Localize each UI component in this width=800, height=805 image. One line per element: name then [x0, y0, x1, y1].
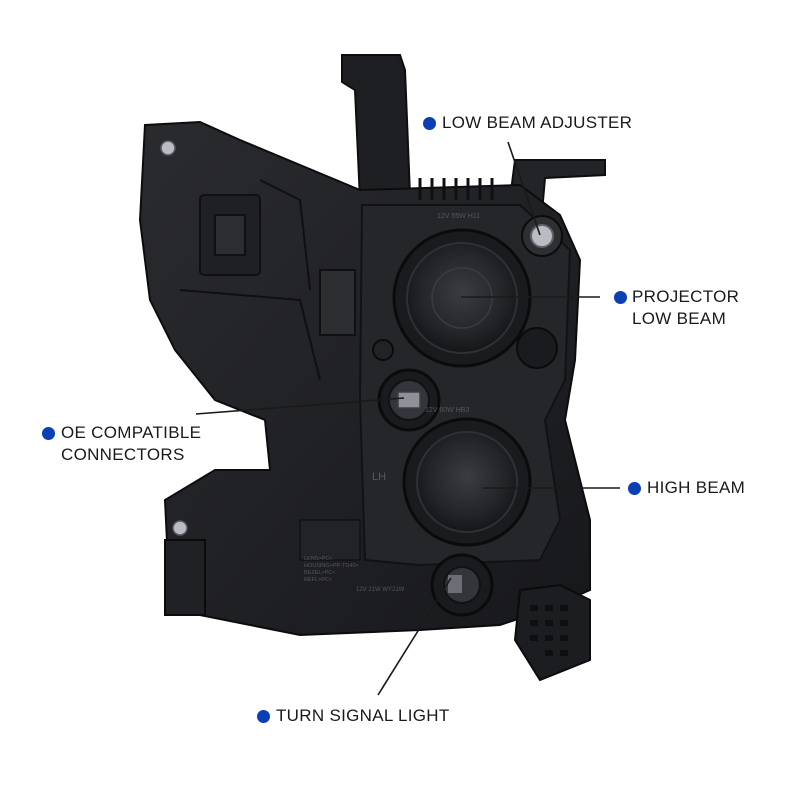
connector-socket: [372, 339, 441, 432]
turn-signal-socket: [430, 553, 494, 617]
material-marking-1: LENS>PC<: [304, 556, 332, 562]
bulb-high-marking: 12V 60W HB3: [425, 407, 469, 414]
callout-low-beam-adjuster: LOW BEAM ADJUSTER: [442, 112, 632, 134]
callout-text-line2: LOW BEAM: [632, 309, 727, 328]
callout-dot-projector-low-beam: [614, 291, 627, 304]
leader-low-beam-adjuster: [507, 141, 541, 236]
low-beam-adjuster-knob: [521, 215, 563, 257]
material-marking-4: REFL>PC<: [304, 577, 332, 583]
material-marking-3: BEZEL>PC<: [304, 570, 336, 576]
callout-text: TURN SIGNAL LIGHT: [276, 706, 450, 725]
callout-oe-connectors: OE COMPATIBLE CONNECTORS: [61, 422, 201, 466]
callout-turn-signal: TURN SIGNAL LIGHT: [276, 705, 450, 727]
bottom-left-mount: [160, 140, 361, 616]
callout-dot-turn-signal: [257, 710, 270, 723]
bulb-low-marking: 12V 55W H11: [437, 213, 480, 220]
callout-dot-low-beam-adjuster: [423, 117, 436, 130]
callout-text: LOW BEAM ADJUSTER: [442, 113, 633, 132]
high-beam-unit: [402, 417, 532, 547]
callout-dot-oe-connectors: [42, 427, 55, 440]
bulb-turn-marking: 12V 21W WY21W: [356, 587, 405, 593]
callout-dot-high-beam: [628, 482, 641, 495]
projector-low-beam-unit: [392, 228, 558, 369]
vent-grille: [418, 178, 494, 200]
leader-turn-signal: [377, 577, 452, 696]
callout-text: HIGH BEAM: [647, 478, 746, 497]
callout-text-line1: PROJECTOR: [632, 287, 740, 306]
callout-projector-low-beam: PROJECTOR LOW BEAM: [632, 286, 739, 330]
callout-high-beam: HIGH BEAM: [647, 477, 745, 499]
callout-text-line2: CONNECTORS: [61, 445, 185, 464]
top-mount-bracket: [341, 54, 412, 202]
left-ribs: [179, 179, 356, 381]
leader-oe-connectors: [195, 397, 405, 415]
bottom-right-bracket: [513, 583, 591, 682]
material-marking-2: HOUSING>PP-TD40<: [304, 563, 359, 569]
callout-text-line1: OE COMPATIBLE: [61, 423, 202, 442]
side-marking: LH: [372, 471, 386, 483]
